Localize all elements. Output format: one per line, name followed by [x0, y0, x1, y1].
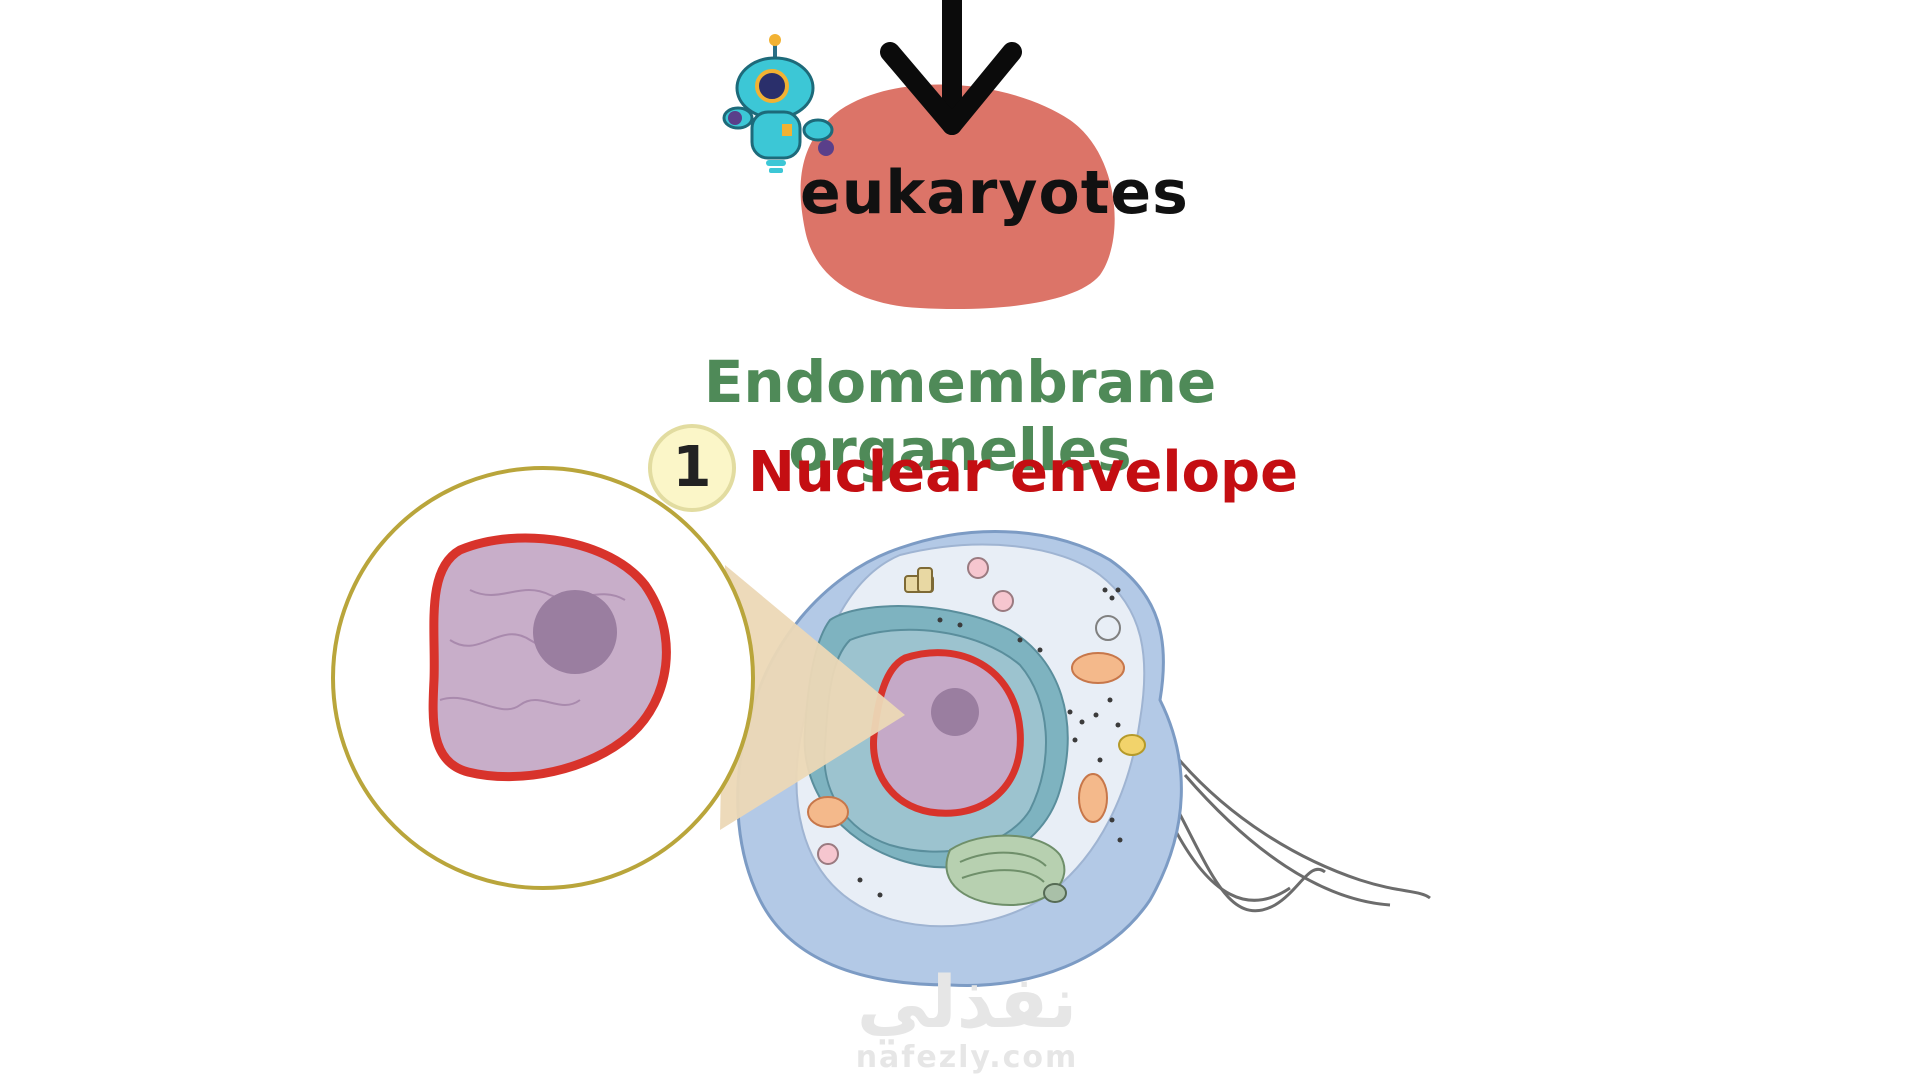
watermark-site: nafezly.com	[855, 1040, 1079, 1075]
watermark-arabic: نفذلي	[856, 960, 1078, 1044]
item-number-badge: 1	[648, 424, 736, 512]
magnifier-callout	[331, 466, 905, 890]
eukaryotic-cell-diagram	[736, 529, 1431, 988]
section-heading: Endomembrane organelles	[703, 348, 1217, 484]
down-arrow-icon	[880, 0, 1022, 135]
category-title: eukaryotes	[800, 158, 1189, 228]
robot-mascot-icon	[722, 34, 834, 173]
item-label: Nuclear envelope	[748, 440, 1299, 505]
title-blob	[800, 84, 1115, 310]
